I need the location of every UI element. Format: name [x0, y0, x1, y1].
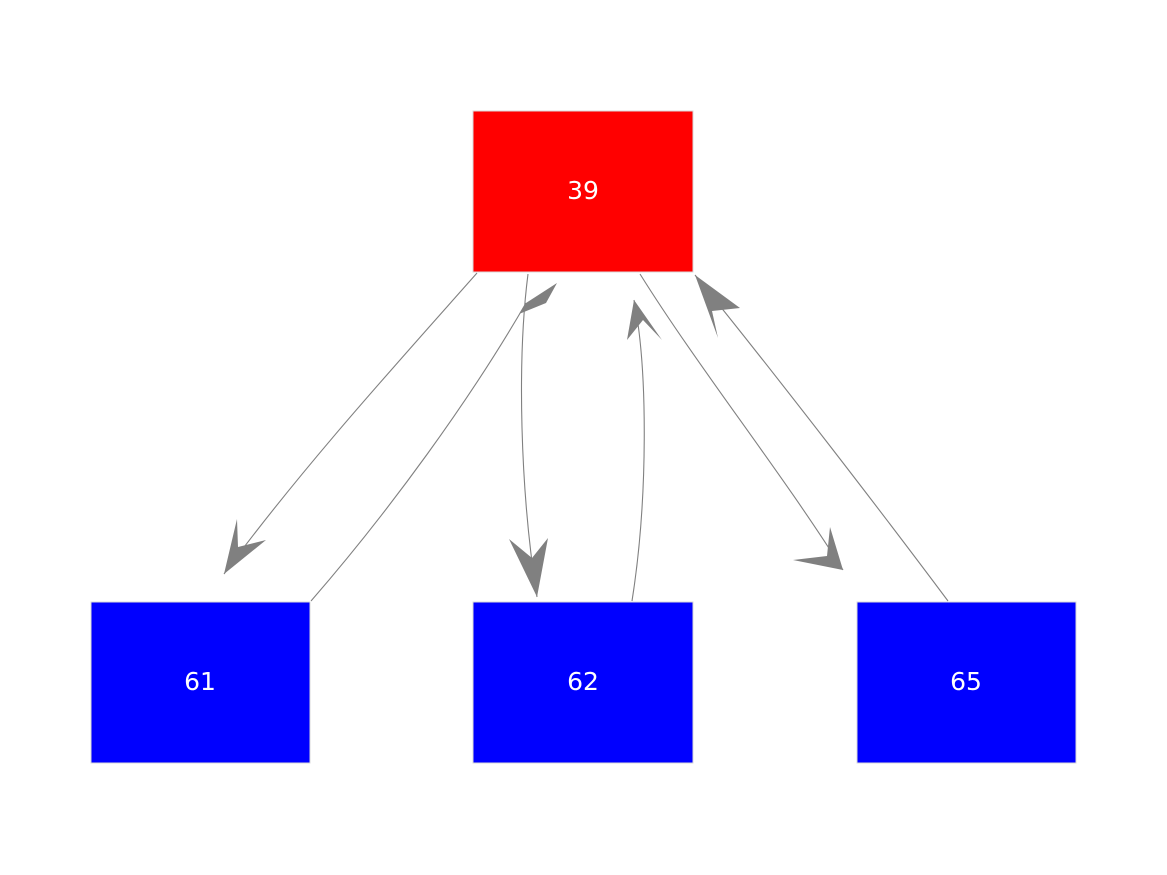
edge-line [694, 274, 949, 602]
node-label: 62 [567, 667, 599, 696]
nodes-layer: 39 61 62 65 [90, 110, 1077, 764]
edge-61-to-39 [310, 283, 557, 602]
arrowhead-icon [224, 519, 266, 574]
edge-line [631, 299, 645, 602]
arrowhead-icon [793, 527, 843, 570]
edge-39-to-65 [639, 273, 844, 571]
edges-layer [223, 272, 949, 602]
node-box[interactable] [472, 601, 694, 764]
edge-62-to-39 [627, 299, 662, 602]
node-box[interactable] [472, 110, 694, 273]
edge-65-to-39 [694, 274, 949, 602]
graph-node-62[interactable]: 62 [472, 601, 694, 764]
edge-line [520, 273, 538, 598]
node-box[interactable] [90, 601, 311, 764]
arrowhead-icon [519, 283, 557, 314]
node-label: 65 [950, 667, 982, 696]
graph-node-39[interactable]: 39 [472, 110, 694, 273]
node-label: 39 [567, 176, 599, 205]
edge-line [639, 273, 844, 571]
graph-node-61[interactable]: 61 [90, 601, 311, 764]
edge-39-to-62 [509, 273, 548, 598]
arrowhead-icon [695, 275, 740, 338]
node-box[interactable] [856, 601, 1077, 764]
arrowhead-icon [509, 538, 548, 597]
graph-node-65[interactable]: 65 [856, 601, 1077, 764]
edge-line [223, 272, 478, 575]
node-label: 61 [184, 667, 216, 696]
edge-39-to-61 [223, 272, 478, 575]
edge-line [310, 302, 527, 602]
arrowhead-icon [627, 300, 662, 340]
